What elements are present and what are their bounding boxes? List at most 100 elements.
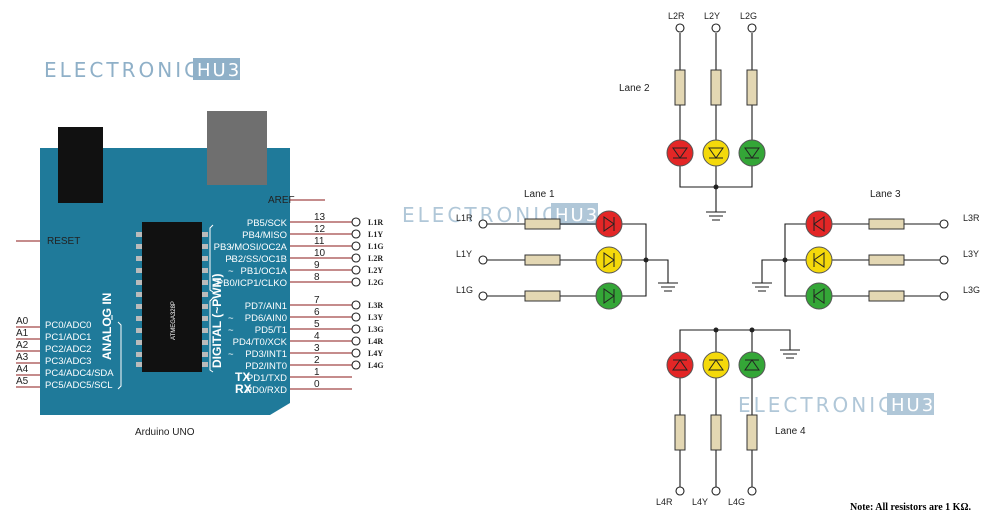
resistor <box>746 414 758 451</box>
pin-ext-label: A2 <box>16 340 29 351</box>
led-green <box>805 282 833 310</box>
chip-pins-left <box>136 232 142 367</box>
lane-label: Lane 1 <box>524 189 555 200</box>
digital-bracket-upper <box>209 224 214 293</box>
terminal <box>939 291 949 301</box>
analog-bracket <box>117 321 122 390</box>
terminal <box>675 486 685 496</box>
pwm-tilde: ~ <box>228 242 234 253</box>
pin-number: 13 <box>314 212 326 223</box>
pin-name: PD6/AIN0 <box>245 313 287 324</box>
net-label-green: L1G <box>456 285 473 295</box>
watermark-bottom-right: ELECTRONICS HU3 <box>738 393 934 417</box>
pin-ext-label: A0 <box>16 316 29 327</box>
net-label: L3R <box>368 301 383 310</box>
net-label: L2Y <box>368 266 383 275</box>
net-label: L3G <box>368 325 384 334</box>
terminal <box>711 23 721 33</box>
led-green <box>595 282 623 310</box>
terminal <box>351 229 361 239</box>
watermark-brand: HU3 <box>197 60 241 81</box>
terminal <box>478 255 488 265</box>
resistor <box>868 290 905 302</box>
pin-name: PB4/MISO <box>242 230 287 241</box>
net-label-yellow: L4Y <box>692 497 708 507</box>
pin-name: PC4/ADC4/SDA <box>45 368 114 379</box>
terminal <box>478 291 488 301</box>
net-label-green: L4G <box>728 497 745 507</box>
terminal <box>351 324 361 334</box>
terminal <box>351 277 361 287</box>
pin-number: 4 <box>314 331 320 342</box>
net-label: L3Y <box>368 313 383 322</box>
watermark-top-left: ELECTRONICS HU3 <box>44 58 241 82</box>
pin-name: PC1/ADC1 <box>45 332 91 343</box>
led-red <box>666 351 694 379</box>
pin-name: PB1/OC1A <box>241 266 288 277</box>
terminal <box>351 348 361 358</box>
net-label-red: L1R <box>456 213 473 223</box>
led-yellow <box>805 246 833 274</box>
resistor <box>524 218 561 230</box>
net-label-yellow: L3Y <box>963 249 979 259</box>
pin-name: PB3/MOSI/OC2A <box>214 242 288 253</box>
terminal <box>351 253 361 263</box>
resistor <box>710 414 722 451</box>
tx-label: TX <box>235 370 250 384</box>
terminal <box>939 255 949 265</box>
pin-number: 1 <box>314 367 320 378</box>
pin-name: PB0/ICP1/CLKO <box>217 278 287 289</box>
net-label-yellow: L2Y <box>704 11 720 21</box>
led-yellow <box>702 351 730 379</box>
reset-label: RESET <box>47 236 80 247</box>
analog-pin-a4: A4 PC4/ADC4/SDA <box>16 364 114 379</box>
lane-label: Lane 4 <box>775 426 806 437</box>
pin-name: PD0/RXD <box>246 385 287 396</box>
resistor <box>524 290 561 302</box>
pwm-tilde: ~ <box>228 266 234 277</box>
lane-1: Lane 1 L1R L1Y L1G <box>456 189 678 310</box>
microcontroller-chip <box>142 222 202 372</box>
watermark-badge <box>887 393 934 415</box>
watermark-badge <box>551 203 598 225</box>
pin-name: PC0/ADC0 <box>45 320 91 331</box>
lane-4: Lane 4 L4R L4Y L4G <box>656 327 806 507</box>
aref-label: AREF <box>268 195 295 206</box>
pin-name: PD2/INT0 <box>245 361 287 372</box>
resistor <box>868 254 905 266</box>
watermark-text: ELECTRONICS <box>44 58 217 82</box>
net-label: L4G <box>368 361 384 370</box>
pin-number: 10 <box>314 248 326 259</box>
pin-ext-label: A3 <box>16 352 29 363</box>
terminal <box>351 300 361 310</box>
resistor <box>674 414 686 451</box>
terminal <box>711 486 721 496</box>
led-red <box>805 210 833 238</box>
led-red <box>595 210 623 238</box>
analog-pin-a3: A3 PC3/ADC3 <box>16 352 91 367</box>
chip-pins-right <box>202 232 208 367</box>
pin-name: PD5/T1 <box>255 325 287 336</box>
terminal <box>351 217 361 227</box>
lane-label: Lane 3 <box>870 189 901 200</box>
net-label-red: L2R <box>668 11 685 21</box>
pwm-tilde: ~ <box>228 349 234 360</box>
terminal <box>351 336 361 346</box>
pin-number: 2 <box>314 355 320 366</box>
pin-name: PC2/ADC2 <box>45 344 91 355</box>
power-jack <box>207 111 267 185</box>
pin-name: PB2/SS/OC1B <box>225 254 287 265</box>
analog-in-title: ANALOG IN <box>100 293 114 360</box>
pin-number: 11 <box>314 236 325 247</box>
pwm-tilde: ~ <box>228 325 234 336</box>
resistor-note: Note: All resistors are 1 KΩ. <box>850 502 971 513</box>
